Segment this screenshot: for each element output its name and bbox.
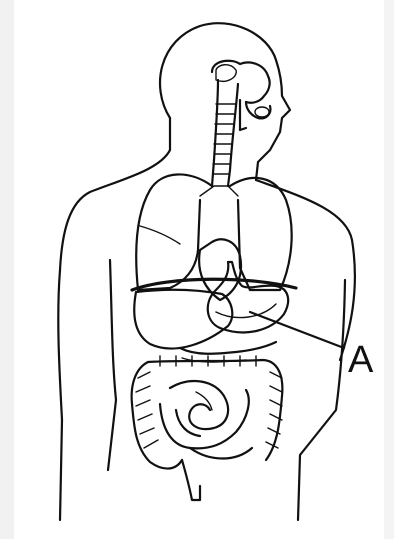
label-a-group: A (250, 312, 374, 381)
body-outline (58, 23, 355, 520)
nasal-cavity (212, 61, 270, 119)
trachea-esophagus (212, 80, 246, 186)
label-a-leader-line (250, 312, 344, 348)
lungs (136, 174, 291, 290)
small-intestine (160, 381, 252, 458)
label-a: A (348, 339, 374, 381)
